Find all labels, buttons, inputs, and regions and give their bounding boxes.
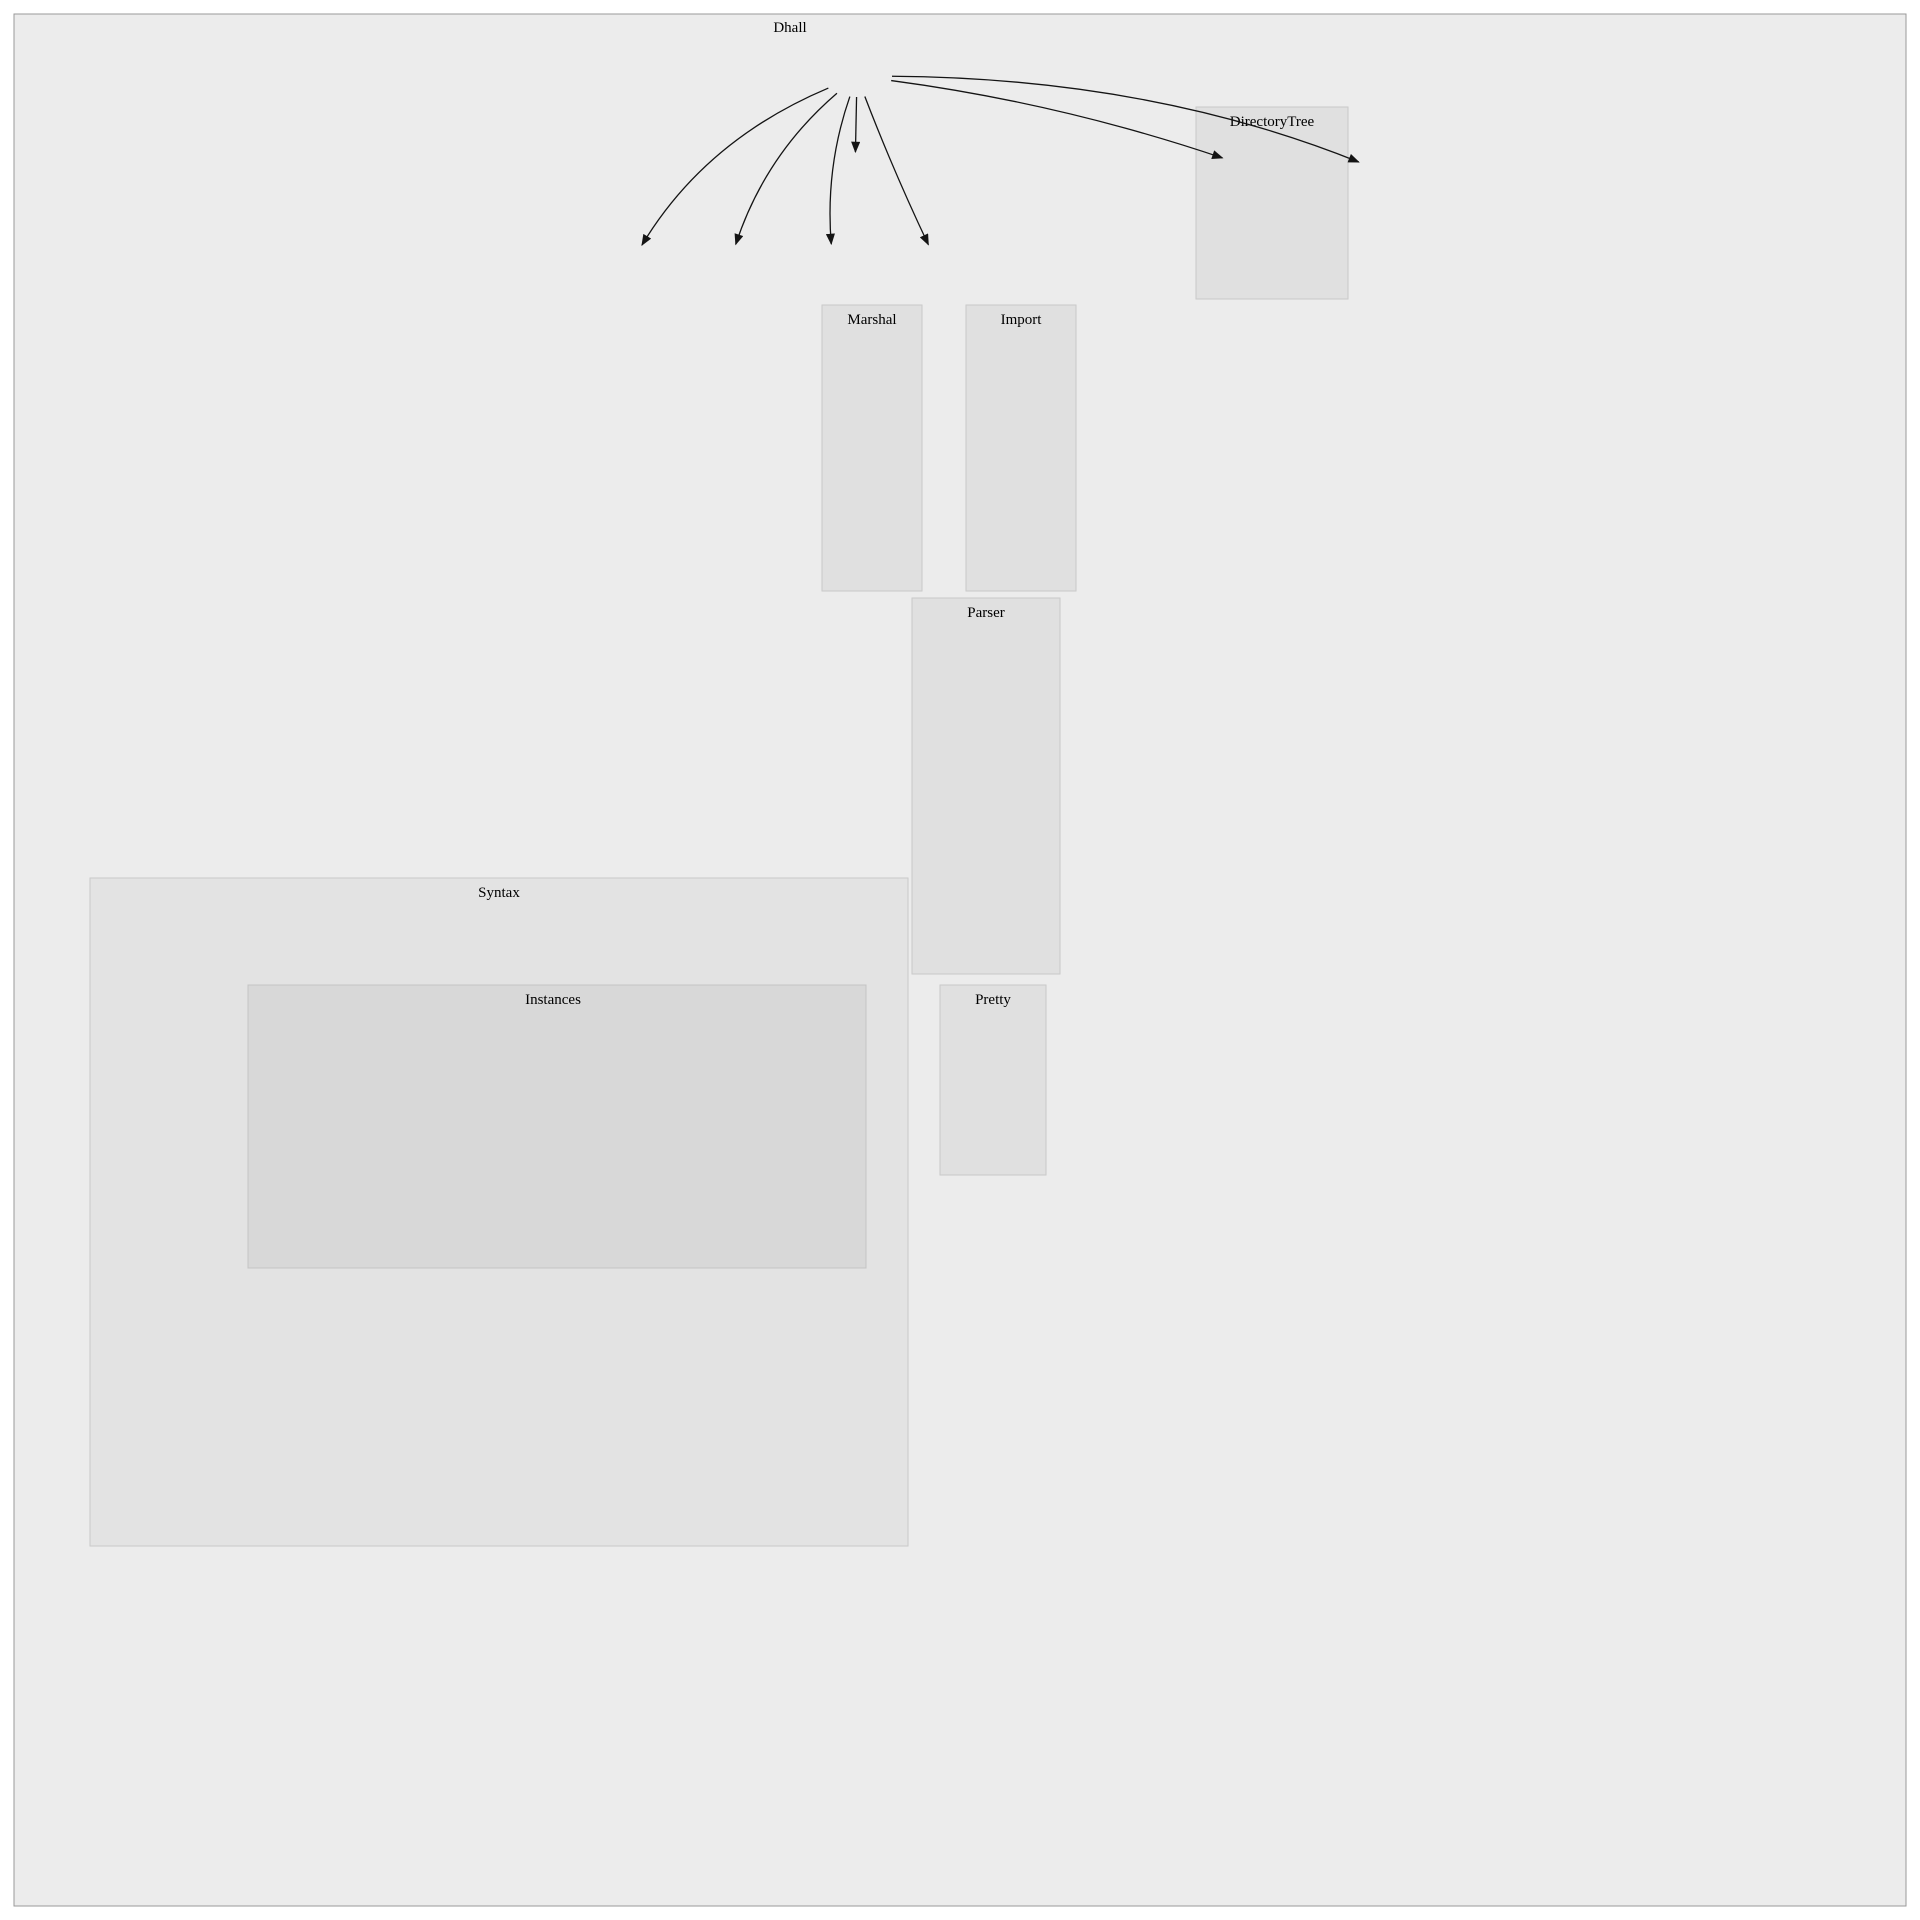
cluster-label-marshal: Marshal xyxy=(847,312,896,328)
cluster-box-parser xyxy=(911,597,1061,975)
edge-main-to-format xyxy=(641,87,829,246)
edge-main-to-version xyxy=(864,96,929,246)
cluster-label-instances: Instances xyxy=(525,992,581,1008)
cluster-import: Import xyxy=(965,304,1077,592)
cluster-label-parser: Parser xyxy=(967,605,1005,621)
edge-main-to-directorytree xyxy=(891,79,1224,159)
cluster-label-dhall: Dhall xyxy=(773,20,806,36)
cluster-label-import: Import xyxy=(1001,312,1043,328)
cluster-directorytree: DirectoryTree xyxy=(1195,106,1349,300)
cluster-pretty: Pretty xyxy=(939,984,1047,1176)
cluster-box-marshal xyxy=(821,304,923,592)
edge-main-to-freeze xyxy=(734,92,838,246)
cluster-label-syntax: Syntax xyxy=(478,885,520,901)
cluster-box-instances xyxy=(247,984,867,1269)
edge-main-to-repl xyxy=(851,96,861,154)
edge-main-to-schemas xyxy=(825,96,851,246)
cluster-parser: Parser xyxy=(911,597,1061,975)
cluster-box-pretty xyxy=(939,984,1047,1176)
edge-main-to-tags xyxy=(891,75,1360,163)
cluster-box-directorytree xyxy=(1195,106,1349,300)
cluster-box-import xyxy=(965,304,1077,592)
cluster-label-directorytree: DirectoryTree xyxy=(1230,114,1315,130)
cluster-marshal: Marshal xyxy=(821,304,923,592)
cluster-instances: Instances xyxy=(247,984,867,1269)
cluster-label-pretty: Pretty xyxy=(975,992,1011,1008)
